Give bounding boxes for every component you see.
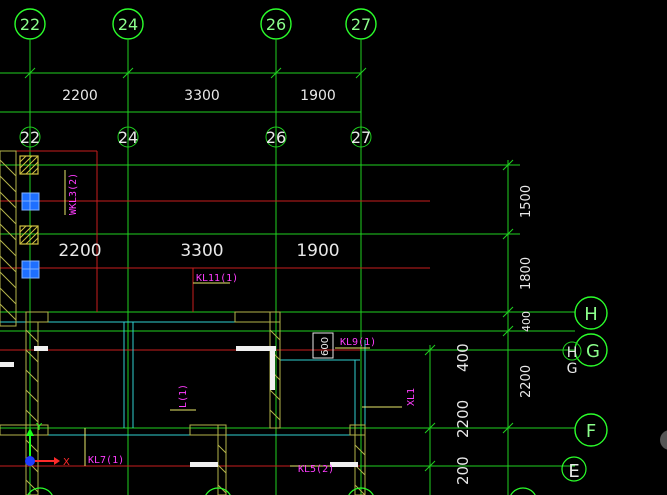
dim-ticks — [24, 67, 514, 472]
axis-label-27: 27 — [351, 128, 371, 147]
axis-bubble-G: G — [586, 341, 600, 362]
dim-600: 600 — [320, 337, 331, 356]
axis-bubbles-bottom — [27, 487, 536, 495]
dim-mid-1: 2200 — [58, 241, 101, 261]
axis-label-26: 26 — [266, 128, 286, 147]
beam-label-kl9[interactable]: KL9(1) — [340, 337, 376, 348]
dim-right-400: 400 — [520, 311, 533, 332]
axis-bubble-24: 24 — [118, 15, 138, 34]
axis-bubble-E: E — [568, 461, 579, 482]
ucs-y-label: Y — [35, 422, 43, 433]
dim-mid-3: 1900 — [296, 241, 339, 261]
dim-inner-2200: 2200 — [454, 400, 472, 438]
dim-right-inner: 400 2200 200 — [454, 343, 472, 485]
beam-labels[interactable]: WKL3(2) KL11(1) KL9(1) L(1) XL1 KL7(1) K… — [64, 170, 417, 475]
axis-label-22: 22 — [20, 128, 40, 147]
axis-bubble-H: H — [584, 304, 598, 325]
ucs-x-label: X — [63, 457, 70, 468]
column-blue-icon[interactable] — [21, 192, 40, 279]
hatched-walls — [0, 150, 366, 495]
small-dim: 600 — [312, 332, 334, 359]
column-hatched-icon[interactable] — [19, 155, 39, 245]
beam-label-l1[interactable]: L(1) — [178, 384, 189, 408]
axis-bubble-27: 27 — [351, 15, 371, 34]
beam-label-kl11[interactable]: KL11(1) — [196, 273, 238, 284]
axis-label-24: 24 — [118, 128, 138, 147]
axis-bubble-F: F — [586, 421, 596, 442]
ucs-icon: X Y — [25, 422, 70, 468]
dim-right-1500: 1500 — [519, 185, 534, 218]
dim-right-1800: 1800 — [519, 257, 534, 290]
dim-top-2: 3300 — [184, 88, 220, 104]
beam-label-wkl3[interactable]: WKL3(2) — [68, 173, 79, 215]
wall-openings — [0, 346, 358, 467]
dim-top-3: 1900 — [300, 88, 336, 104]
axis-bubble-22: 22 — [20, 15, 40, 34]
dim-top-1: 2200 — [62, 88, 98, 104]
beam-label-kl5[interactable]: KL5(2) — [298, 464, 334, 475]
axis-small-G: G — [567, 361, 578, 377]
axis-small-H: H — [567, 345, 578, 361]
beam-label-xl1[interactable]: XL1 — [406, 388, 417, 406]
beam-label-kl7[interactable]: KL7(1) — [88, 455, 124, 466]
dim-inner-200: 200 — [454, 456, 472, 485]
axis-bubble-26: 26 — [266, 15, 286, 34]
dim-mid: 2200 3300 1900 — [58, 241, 339, 261]
dim-right-outer: 1500 1800 400 2200 — [519, 185, 534, 398]
axis-bubbles-top[interactable]: 22 24 26 27 — [14, 8, 377, 40]
axis-bubbles-right[interactable]: H G F E H G — [561, 296, 608, 482]
dim-inner-400: 400 — [454, 343, 472, 372]
dim-mid-2: 3300 — [180, 241, 223, 261]
axis-labels-row2: 22 24 26 27 — [19, 126, 372, 148]
viewcube-edge[interactable] — [660, 430, 667, 450]
dim-right-2200: 2200 — [519, 365, 534, 398]
dim-top: 2200 3300 1900 — [62, 88, 336, 104]
